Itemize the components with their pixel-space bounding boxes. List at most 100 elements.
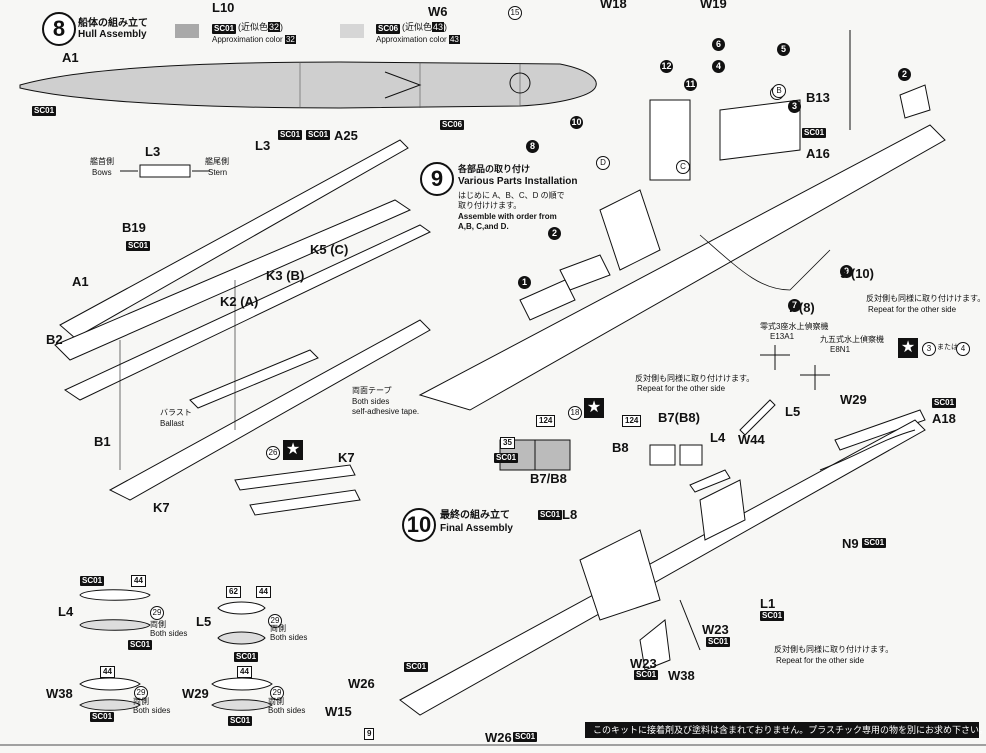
label-a1-top: A1 <box>62 50 79 65</box>
label-a1: A1 <box>72 274 89 289</box>
both-sides-jp-d: 両側 <box>268 697 284 706</box>
repeat-jp-step9: 反対側も同様に取り付けけます。 <box>866 294 986 303</box>
approx-color-jp-1: (近似色32) <box>238 22 284 32</box>
ballast-en: Ballast <box>160 419 185 428</box>
both-sides-en-c: Both sides <box>133 706 171 715</box>
callout-3: 3 <box>788 100 801 113</box>
hull-bottom-k7 <box>108 319 431 501</box>
e8n1-jp: 九五式水上偵察機 <box>820 335 884 344</box>
label-k5: K5 (C) <box>310 242 349 257</box>
part-ref-29d: 29 <box>270 686 284 700</box>
approx-color-en-2: Approximation color 43 <box>376 35 460 44</box>
part-ref-44d: 44 <box>237 666 252 678</box>
part-ref-44b: 44 <box>256 586 271 598</box>
step-9-number: 9 <box>420 162 454 196</box>
label-b13: B13 <box>806 90 830 105</box>
step-10-title-jp: 最終の組み立て <box>440 510 510 521</box>
label-w38-boat: W38 <box>46 686 73 701</box>
label-k3: K3 (B) <box>266 268 305 283</box>
tag-sc06-hull: SC06 <box>440 120 465 130</box>
position-c: C <box>676 160 690 174</box>
both-sides-en-a: Both sides <box>150 629 188 638</box>
tag-sc01-a18: SC01 <box>932 398 957 408</box>
label-w38-step10: W38 <box>668 668 695 683</box>
part-ref-44a: 44 <box>131 575 146 587</box>
label-k7-inset: K7 <box>338 450 355 465</box>
step-9-title-jp: 各部品の取り付け <box>458 164 531 174</box>
position-b: B <box>772 84 786 98</box>
label-w26-b: W26 <box>485 730 512 745</box>
label-b19: B19 <box>122 220 146 235</box>
repeat-jp-mid: 反対側も同様に取り付けけます。 <box>635 374 755 383</box>
ref-9: 9 (10) <box>840 266 874 281</box>
both-sides-en-b: Both sides <box>270 633 308 642</box>
callout-12: 12 <box>660 60 673 73</box>
callout-9: 9 <box>840 265 853 278</box>
tag-sc01-boat-l4b: SC01 <box>128 640 153 650</box>
label-w29-boat: W29 <box>182 686 209 701</box>
tag-sc01-n9: SC01 <box>862 538 887 548</box>
hull-side-b1 <box>63 224 431 401</box>
label-l3: L3 <box>255 138 271 153</box>
star-icon: ★ <box>898 338 918 358</box>
tag-sc01-l1: SC01 <box>760 611 785 621</box>
step-9-title-en: Various Parts Installation <box>458 176 578 187</box>
label-stern-en: Stern <box>208 168 228 177</box>
label-l3-inset: L3 <box>145 144 161 159</box>
tape-en-1: Both sides <box>352 397 390 406</box>
callout-8: 8 <box>526 140 539 153</box>
step-8-title-jp: 船体の組み立て <box>78 18 148 29</box>
label-l8: L8 <box>562 507 578 522</box>
e13a1-jp: 零式3座水上偵察機 <box>760 322 829 331</box>
label-w26-a: W26 <box>348 676 375 691</box>
swatch-sc06 <box>340 24 364 38</box>
tag-sc01-b19: SC01 <box>126 241 151 251</box>
part-ref-35: 35 <box>500 437 515 449</box>
step-10-title-en: Final Assembly <box>440 523 513 534</box>
position-d: D <box>596 156 610 170</box>
label-w15: W15 <box>325 704 352 719</box>
star-icon: ★ <box>584 398 604 418</box>
hull-side-b2 <box>54 199 412 361</box>
callout-11: 11 <box>684 78 697 91</box>
part-ref-26: 26 <box>266 446 280 460</box>
tag-sc01-w26a: SC01 <box>404 662 429 672</box>
step-8-title-en: Hull Assembly <box>78 29 147 40</box>
step-10-number: 10 <box>402 508 436 542</box>
swatch-sc01 <box>175 24 199 38</box>
both-sides-en-d: Both sides <box>268 706 306 715</box>
part-ref-124a: 124 <box>536 415 556 427</box>
tag-sc01-b7: SC01 <box>494 453 519 463</box>
ballast-jp: バラスト <box>160 408 192 417</box>
e8n1-label: E8N1 <box>830 345 851 354</box>
callout-7: 7 <box>788 299 801 312</box>
label-l5-boat: L5 <box>196 614 212 629</box>
label-l4-boat: L4 <box>58 604 74 619</box>
step-9-order-jp-2: 取り付けけます。 <box>458 201 522 210</box>
label-l4-mid: L4 <box>710 430 726 445</box>
ship-hull-step9 <box>418 124 946 411</box>
star-icon: ★ <box>283 440 303 460</box>
label-w29-mid: W29 <box>840 392 867 407</box>
hull-deck-top <box>19 61 597 109</box>
both-sides-jp-c: 両側 <box>133 697 149 706</box>
callout-5: 5 <box>777 43 790 56</box>
part-ref-124b: 124 <box>622 415 642 427</box>
label-n9: N9 <box>842 536 859 551</box>
label-b7-b8: B7/B8 <box>530 471 567 486</box>
tag-sc01-boat-l4: SC01 <box>80 576 105 586</box>
part-ref-62: 62 <box>226 586 241 598</box>
label-b8: B8 <box>612 440 629 455</box>
label-bows-en: Bows <box>92 168 112 177</box>
tag-sc01-b13: SC01 <box>802 128 827 138</box>
repeat-jp-step10: 反対側も同様に取り付けけます。 <box>774 645 894 654</box>
label-a25: A25 <box>334 128 358 143</box>
label-l5-mid: L5 <box>785 404 801 419</box>
deck-piece-a1 <box>59 139 409 339</box>
part-ref-9: 9 <box>364 728 375 740</box>
approx-color-en-1: Approximation color 32 <box>212 35 296 44</box>
step-9-order-en-1: Assemble with order from <box>458 212 557 221</box>
part-ref-29c: 29 <box>134 686 148 700</box>
label-a18: A18 <box>932 411 956 426</box>
